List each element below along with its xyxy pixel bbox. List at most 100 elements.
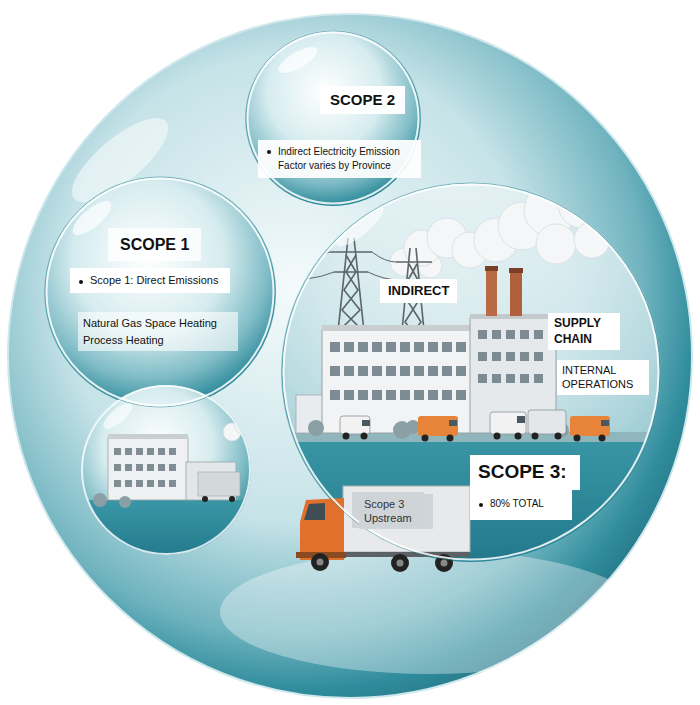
small-bubble — [114, 480, 121, 487]
factory-windows — [372, 342, 382, 352]
small-bubble — [136, 464, 143, 471]
delivery-van — [528, 410, 566, 434]
factory-windows — [400, 342, 410, 352]
factory-windows — [478, 352, 487, 361]
factory-windows — [520, 330, 529, 339]
factory-building — [485, 266, 498, 271]
delivery-van — [361, 433, 368, 440]
bullet-dot — [479, 503, 483, 507]
scope-note: SCOPE 3: — [470, 455, 580, 490]
text-holder: INDIRECT — [380, 279, 457, 303]
factory-windows — [428, 390, 438, 400]
delivery-van — [362, 420, 370, 426]
smoke-cloud — [620, 230, 652, 262]
scope1-bubble-fill — [44, 176, 276, 408]
scope-bubble: SCOPE 1Scope 1: Direct EmissionsNatural … — [44, 176, 276, 408]
delivery-van — [555, 433, 562, 440]
factory-windows — [386, 390, 396, 400]
small-bubble — [125, 464, 132, 471]
truck — [397, 560, 404, 567]
delivery-van — [340, 410, 610, 442]
small-bubble — [136, 480, 143, 487]
scope-bubble: INDIRECTSUPPLY CHAININTERNAL OPERATIONSS… — [281, 182, 661, 562]
text-holder: Indirect Electricity Emission Factor var… — [258, 140, 421, 178]
scope2-bubble-fill — [245, 30, 421, 206]
small-bubble — [82, 386, 250, 554]
factory-windows — [414, 390, 424, 400]
factory-windows — [534, 352, 543, 361]
delivery-van — [447, 435, 454, 442]
delivery-van — [490, 412, 526, 434]
text-holder: 80% TOTAL — [470, 490, 572, 520]
factory-windows — [520, 374, 529, 383]
factory-windows — [456, 342, 466, 352]
smoke-cloud — [390, 180, 652, 278]
factory-windows — [386, 366, 396, 376]
scope3-bubble-fill — [281, 182, 661, 562]
factory-windows — [344, 390, 354, 400]
small-bubble — [100, 399, 137, 433]
factory-windows — [534, 374, 543, 383]
outer-bubble — [220, 550, 640, 674]
bubble-outline — [45, 177, 275, 407]
text-holder: Natural Gas Space Heating Process Heatin… — [78, 312, 238, 351]
power-tower — [396, 261, 432, 263]
factory-building — [322, 325, 472, 331]
factory-windows — [400, 390, 410, 400]
factory-windows — [330, 330, 543, 400]
factory-windows — [330, 366, 340, 376]
small-bubble — [242, 403, 258, 419]
small-bubble — [147, 464, 154, 471]
small-bubble — [223, 403, 267, 441]
delivery-van — [570, 416, 610, 436]
delivery-van — [343, 433, 350, 440]
small-bubble — [198, 472, 240, 496]
delivery-van — [601, 420, 609, 426]
text-holder: INTERNAL OPERATIONS — [557, 360, 649, 395]
delivery-van — [422, 435, 429, 442]
factory-windows — [478, 374, 487, 383]
bubble-outline — [284, 185, 659, 560]
power-tower — [334, 271, 368, 273]
small-bubble — [136, 448, 143, 455]
small-bubble — [119, 496, 131, 508]
small-bubble — [169, 464, 176, 471]
factory-windows — [344, 342, 354, 352]
factory-windows — [330, 390, 340, 400]
factory-windows — [414, 366, 424, 376]
power-tower — [372, 252, 396, 262]
bullet-dot — [267, 150, 271, 154]
small-bubble — [93, 493, 107, 507]
power-tower — [330, 251, 372, 253]
text-holder: SCOPE 2 — [320, 86, 405, 114]
bubble-outline — [282, 183, 660, 561]
factory-windows — [400, 366, 410, 376]
factory-windows — [506, 352, 515, 361]
factory-building — [509, 268, 523, 273]
factory-windows — [492, 374, 501, 383]
outer-bubble — [8, 14, 692, 698]
factory-windows — [442, 390, 452, 400]
truck — [317, 559, 324, 566]
bush — [406, 420, 420, 434]
bubble-outline — [246, 31, 420, 205]
text-holder: Scope 3 Upstream — [359, 494, 433, 529]
smoke-cloud — [536, 224, 576, 264]
small-bubble — [125, 480, 132, 487]
small-bubble — [158, 480, 165, 487]
factory-building — [486, 266, 497, 316]
delivery-van — [449, 420, 457, 426]
delivery-van — [515, 433, 522, 440]
scope3-bubble-fill — [281, 182, 661, 562]
factory-windows — [506, 330, 515, 339]
factory-windows — [534, 330, 543, 339]
small-bubble — [147, 480, 154, 487]
delivery-van — [574, 435, 581, 442]
scope1-bubble-fill — [44, 176, 276, 408]
truck — [311, 553, 329, 571]
factory-windows — [492, 330, 501, 339]
scope-heading: SCOPE 2 — [320, 86, 405, 114]
factory-windows — [358, 342, 368, 352]
